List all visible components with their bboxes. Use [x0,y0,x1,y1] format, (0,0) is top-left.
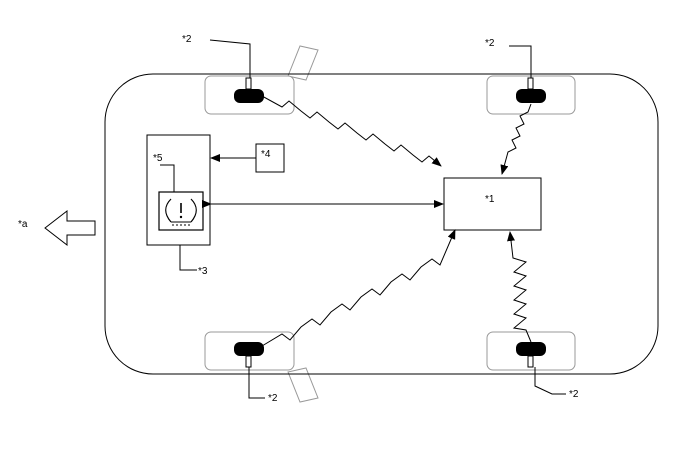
warning-light-label: *5 [153,153,163,164]
ecu-box [443,177,542,231]
combination-meter-label: *3 [198,266,208,277]
front-wheel-bottom [287,367,319,403]
vehicle-body [104,73,659,375]
arrow-left-icon [44,209,96,247]
sensor-fl-leader [209,39,251,78]
front-wheel-top [287,45,319,81]
tire-pressure-warning-icon [165,198,197,226]
tire-pressure-sensor-front-left [234,77,264,103]
sensor-rl-label: *2 [268,393,278,404]
combination-meter-box [146,134,211,246]
signal-rear-right [507,231,532,343]
front-direction-label: *a [18,219,28,230]
warning-light-box [158,191,204,231]
sensor-rl-leader [248,367,265,399]
sensor-rr-leader [534,367,566,395]
signal-front-left [261,95,442,167]
signal-rear-left [261,229,456,347]
sensor-fl-label: *2 [182,34,192,45]
switch-label: *4 [261,149,271,160]
sensor-fr-label: *2 [485,38,495,49]
ecu-label: *1 [485,194,495,205]
tire-pressure-sensor-rear-right [516,342,546,368]
sensor-fr-leader [509,45,532,78]
warning-light-leader [160,164,175,192]
signal-front-right [500,103,532,175]
sensor-rr-label: *2 [569,389,579,400]
combination-meter-leader [179,245,197,271]
